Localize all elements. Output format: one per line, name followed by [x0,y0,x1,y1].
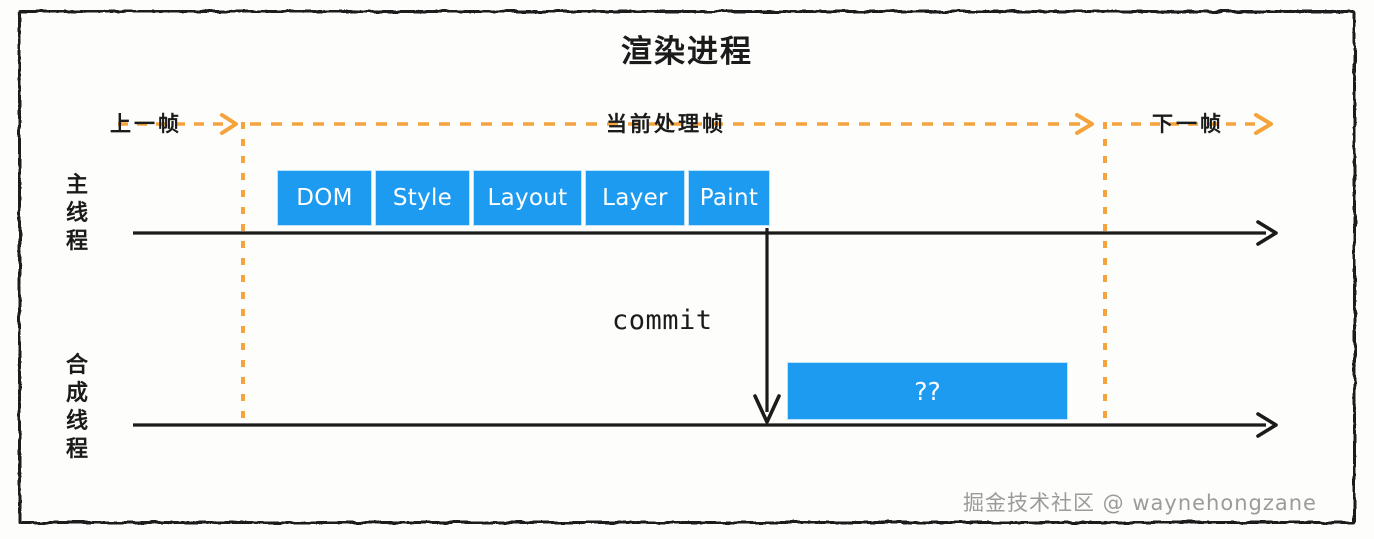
label-previous-frame: 上一帧 [110,112,182,136]
compositor-stage-box[interactable]: ?? [787,362,1068,420]
stage-box-dom[interactable]: DOM [277,170,372,226]
stage-box-paint[interactable]: Paint [688,170,770,226]
stage-label: Paint [699,185,759,211]
stage-box-style[interactable]: Style [375,170,470,226]
stage-label: Layout [487,185,568,211]
stage-label: Style [392,185,453,211]
stage-label: DOM [296,185,353,211]
compositor-stage-label: ?? [914,376,941,406]
page-title: 渲染进程 [621,34,753,70]
label-next-frame: 下一帧 [1152,112,1224,136]
stage-label: Layer [602,185,668,211]
sketch-frame-border [18,10,1356,524]
stage-box-layout[interactable]: Layout [473,170,582,226]
label-main-thread: 主线程 [65,173,88,255]
commit-label: commit [612,305,713,336]
watermark: 掘金技术社区 @ waynehongzane [963,491,1317,515]
label-current-frame: 当前处理帧 [606,112,726,136]
stage-box-layer[interactable]: Layer [585,170,685,226]
label-compositor-thread: 合成线程 [65,353,88,463]
